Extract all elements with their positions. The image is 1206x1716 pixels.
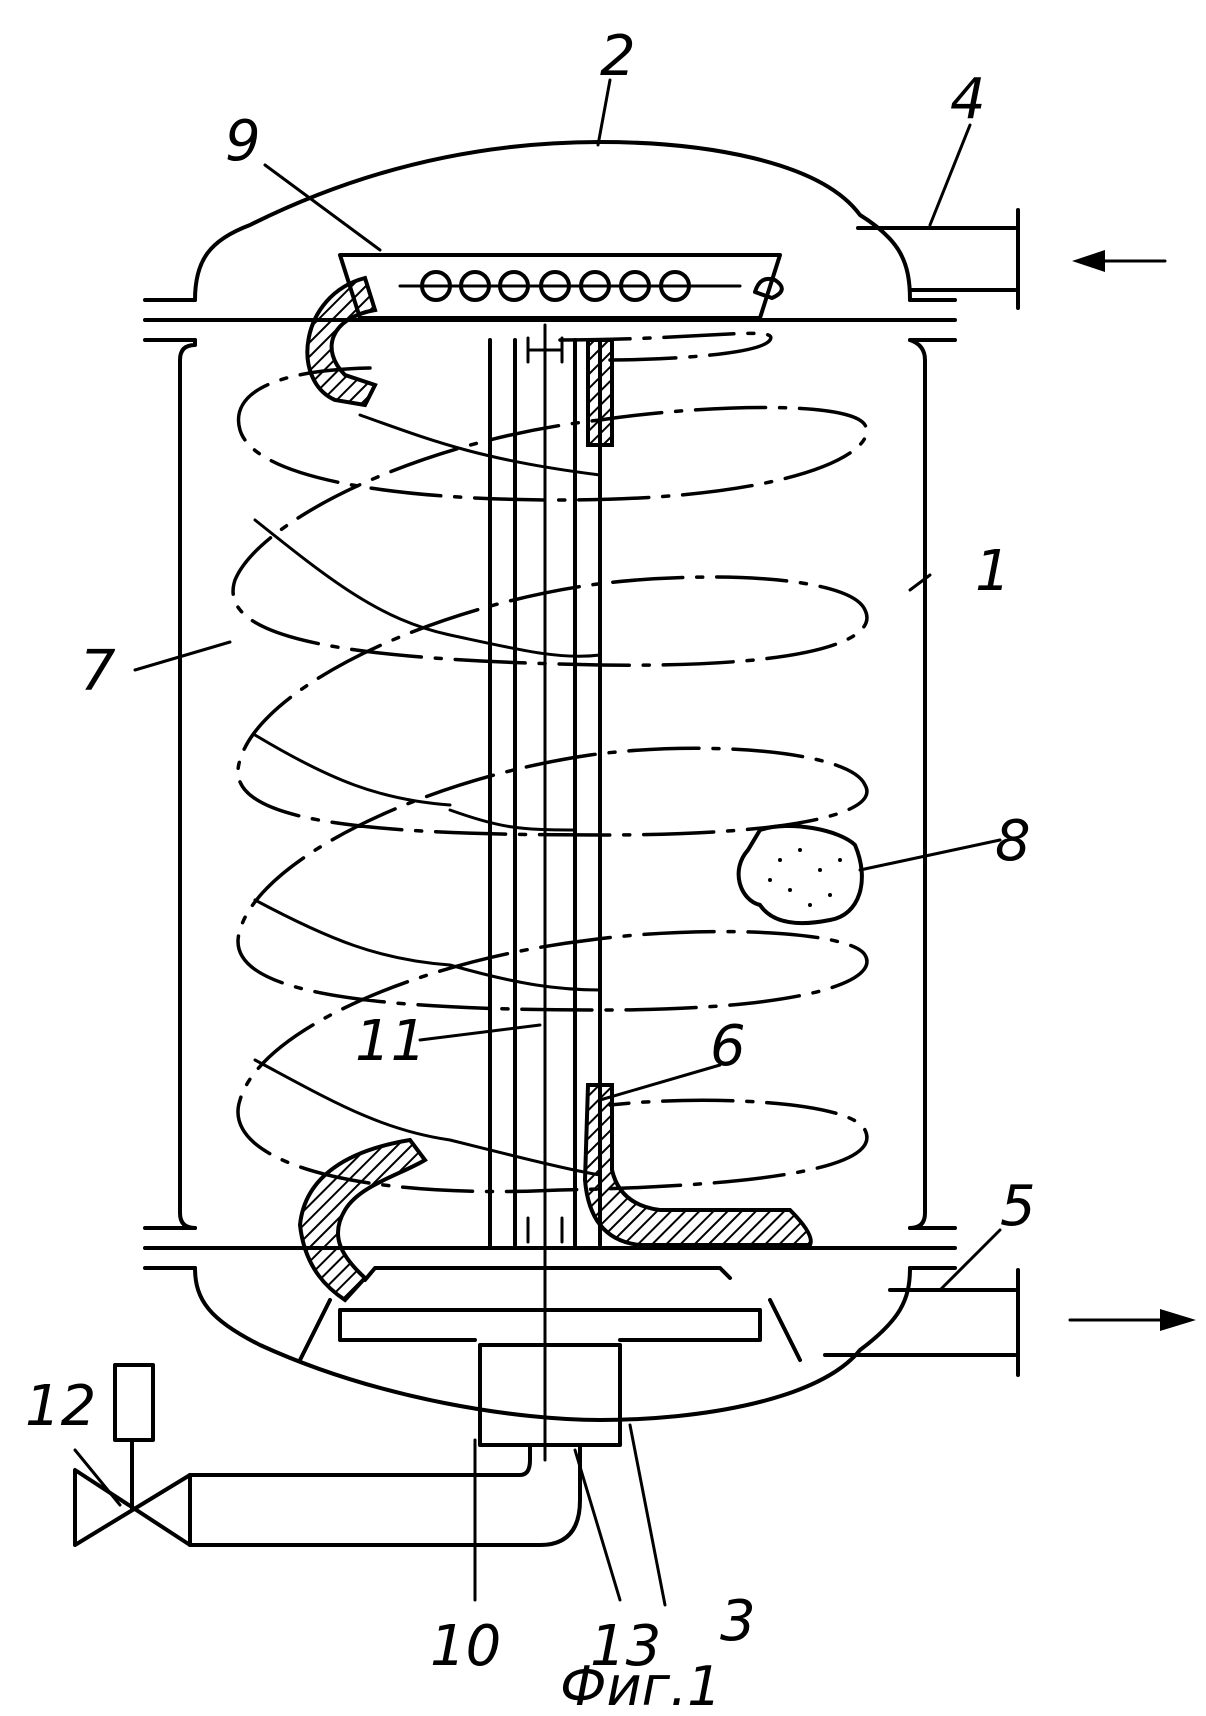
- label-3: 3: [720, 1589, 756, 1654]
- central-column: [490, 325, 600, 1460]
- label-10: 10: [430, 1614, 501, 1679]
- top-dome: [195, 142, 910, 300]
- label-2: 2: [600, 24, 636, 89]
- bottom-flange: [145, 1228, 955, 1268]
- label-8: 8: [995, 809, 1031, 874]
- label-12: 12: [25, 1374, 96, 1439]
- top-tray: [340, 255, 782, 318]
- particle: [739, 826, 862, 923]
- vessel-shell: [180, 340, 925, 1228]
- helical-path: [233, 333, 867, 1191]
- label-7: 7: [80, 639, 116, 704]
- label-11: 11: [355, 1009, 426, 1074]
- figure-caption: Фиг.1: [560, 1655, 721, 1716]
- leader-lines: [75, 80, 1000, 1605]
- guide-blocks: [300, 278, 811, 1300]
- label-4: 4: [950, 67, 986, 132]
- label-6: 6: [710, 1014, 746, 1079]
- outlet-pipe: [825, 1270, 1196, 1375]
- label-5: 5: [1000, 1174, 1036, 1239]
- label-9: 9: [225, 109, 261, 174]
- drain-pipe: [190, 1445, 580, 1545]
- label-1: 1: [975, 539, 1011, 604]
- drive-unit: [480, 1345, 620, 1445]
